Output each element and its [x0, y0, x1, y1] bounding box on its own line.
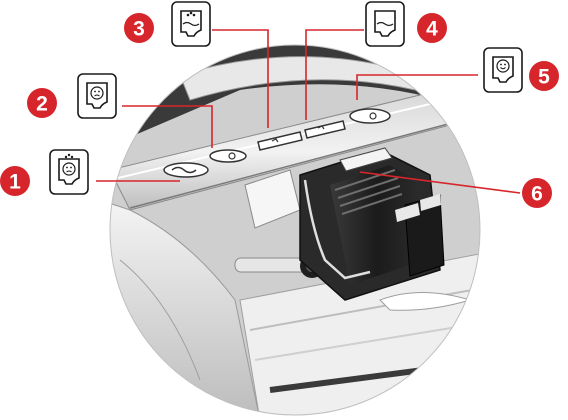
callout-badge-4: 4	[417, 13, 447, 43]
ink-drop-cartridge-icon	[172, 2, 210, 46]
happy-face-slot-icon	[484, 48, 522, 92]
callout-badge-2: 2	[27, 88, 57, 118]
magnified-printer-view	[100, 40, 500, 420]
callout-number: 5	[538, 66, 550, 89]
callout-number: 6	[531, 183, 543, 206]
callout-number: 1	[9, 171, 21, 194]
sad-face-slot-icon	[78, 74, 116, 118]
status-slot-5	[350, 109, 390, 123]
callout-badge-3: 3	[124, 13, 154, 43]
callout-number: 4	[426, 18, 438, 41]
empty-slot-sad-face-icon	[50, 150, 88, 194]
callout-badge-5: 5	[529, 61, 559, 91]
callout-badge-6: 6	[522, 178, 552, 208]
callout-number: 2	[36, 93, 48, 116]
status-slot-1	[164, 163, 208, 177]
callout-badge-1: 1	[0, 166, 30, 196]
callout-number: 3	[133, 18, 145, 41]
partial-cartridge-icon	[366, 2, 404, 46]
status-slot-2	[210, 150, 246, 162]
